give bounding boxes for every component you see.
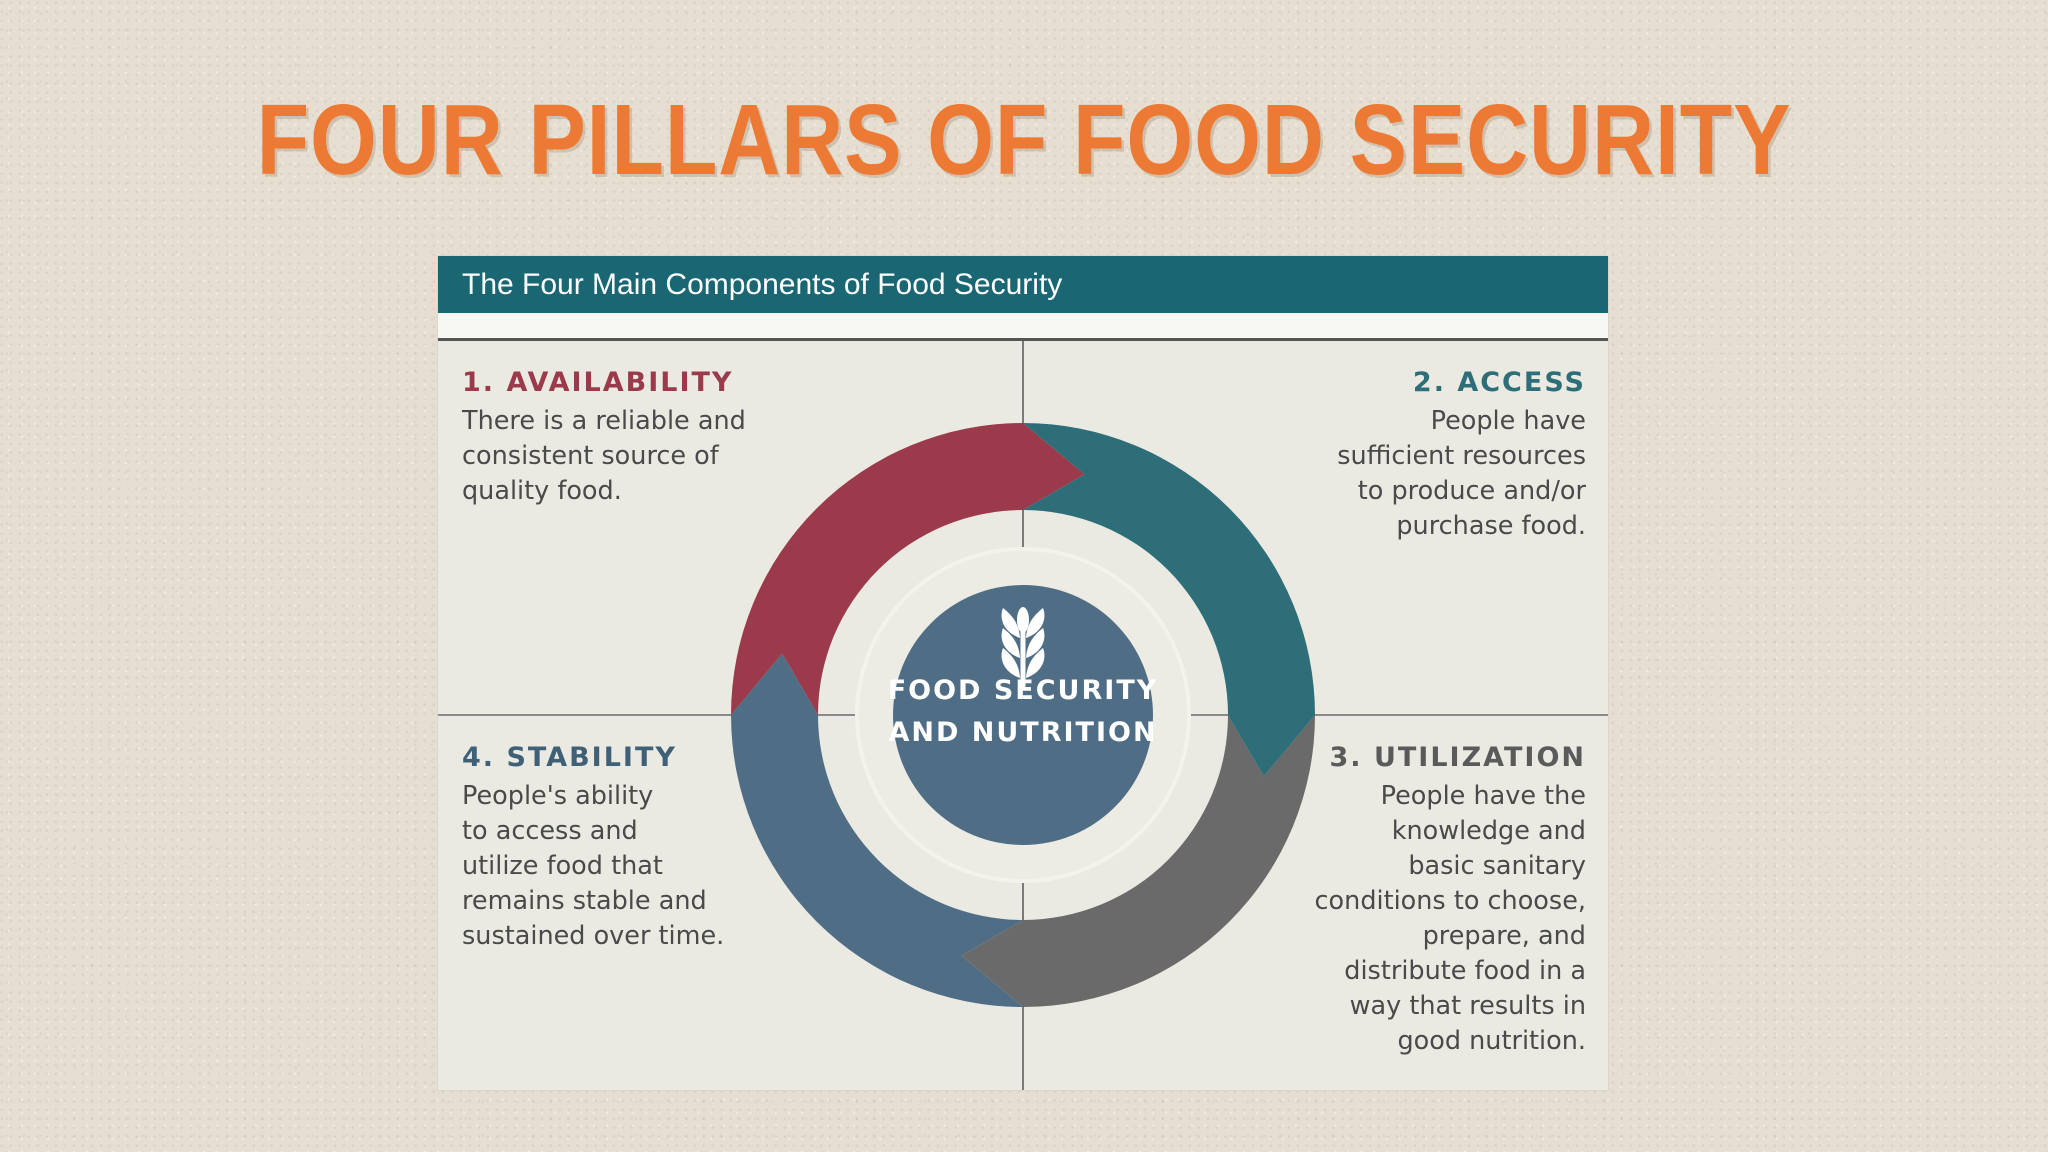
ring-segment-utilization bbox=[961, 715, 1315, 1007]
center-label-line2: AND NUTRITION bbox=[888, 717, 1157, 748]
cycle-diagram: FOOD SECURITY AND NUTRITION bbox=[731, 423, 1315, 1007]
infographic-panel: The Four Main Components of Food Securit… bbox=[438, 256, 1608, 1090]
pillar-utilization: 3. UTILIZATION People have the knowledge… bbox=[1226, 741, 1586, 1059]
pillar-access: 2. ACCESS People have sufficient resourc… bbox=[1226, 366, 1586, 544]
header-title: The Four Main Components of Food Securit… bbox=[462, 268, 1063, 301]
pillar-description: There is a reliable and consistent sourc… bbox=[462, 406, 746, 506]
pillar-heading: 1. AVAILABILITY bbox=[462, 367, 734, 398]
pillar-heading: 2. ACCESS bbox=[1412, 367, 1586, 398]
pillar-description: People have sufficient resources to prod… bbox=[1337, 406, 1586, 541]
pillar-stability: 4. STABILITY People's ability to access … bbox=[462, 741, 822, 954]
pillar-heading: 3. UTILIZATION bbox=[1329, 742, 1586, 773]
ring-segment-stability bbox=[731, 653, 1023, 1007]
wheat-icon bbox=[1001, 607, 1045, 690]
pillar-description: People's ability to access and utilize f… bbox=[462, 781, 725, 951]
page-title: FOUR PILLARS OF FOOD SECURITY bbox=[256, 84, 1792, 196]
top-rule bbox=[438, 338, 1608, 341]
pillar-description: People have the knowledge and basic sani… bbox=[1314, 781, 1586, 1056]
pillar-heading: 4. STABILITY bbox=[462, 742, 677, 773]
ring-segment-availability bbox=[731, 423, 1085, 715]
header-bar: The Four Main Components of Food Securit… bbox=[438, 256, 1608, 313]
header-band bbox=[438, 313, 1608, 338]
center-label-line1: FOOD SECURITY bbox=[888, 675, 1159, 706]
pillar-availability: 1. AVAILABILITY There is a reliable and … bbox=[462, 366, 822, 509]
ring-segment-access bbox=[1023, 423, 1315, 777]
center-circle bbox=[893, 585, 1153, 845]
cycle-ring bbox=[731, 423, 1315, 1007]
